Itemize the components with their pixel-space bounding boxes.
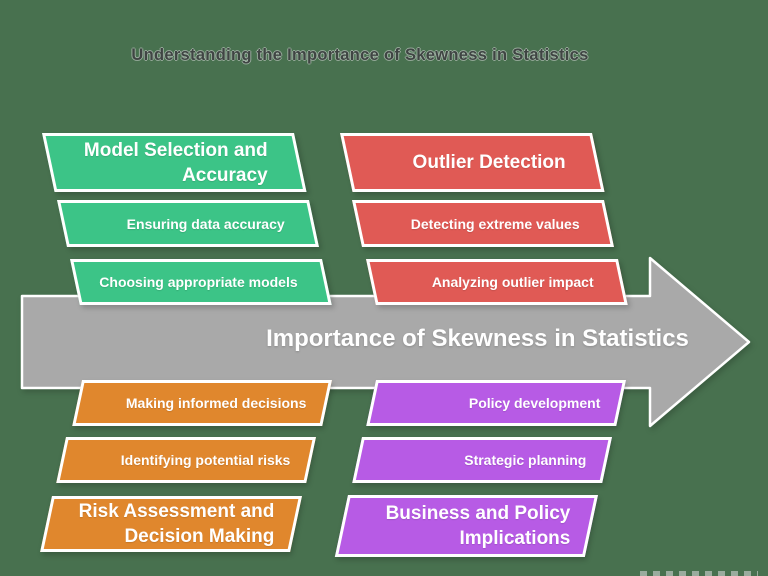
model-selection-item-box: Choosing appropriate models: [70, 259, 332, 305]
business-policy-header-box: Business and Policy Implications: [334, 495, 598, 557]
model-selection-header-label: Model Selection and Accuracy: [83, 139, 268, 186]
outlier-detection-item-box: Analyzing outlier impact: [366, 259, 628, 305]
business-policy-item-box: Strategic planning: [352, 437, 612, 483]
model-selection-header-box: Model Selection and Accuracy: [42, 133, 307, 192]
model-selection-item-label: Ensuring data accuracy: [126, 215, 285, 232]
risk-assessment-item-label: Identifying potential risks: [120, 452, 291, 468]
outlier-detection-item-label: Analyzing outlier impact: [431, 274, 594, 290]
outlier-detection-item-box: Detecting extreme values: [352, 200, 614, 247]
risk-assessment-item-box: Identifying potential risks: [56, 437, 316, 483]
page-title: Understanding the Importance of Skewness…: [131, 46, 589, 64]
outlier-detection-header-label: Outlier Detection: [412, 152, 566, 173]
model-selection-item-box: Ensuring data accuracy: [57, 200, 319, 247]
business-policy-item-box: Policy development: [366, 380, 626, 426]
watermark-fragment: [640, 571, 758, 576]
risk-assessment-header-box: Risk Assessment and Decision Making: [40, 496, 302, 552]
arrow-title: Importance of Skewness in Statistics: [266, 325, 689, 352]
business-policy-item-label: Policy development: [468, 395, 601, 411]
risk-assessment-item-label: Making informed decisions: [125, 395, 307, 411]
business-policy-header-label: Business and Policy Implications: [385, 503, 571, 549]
outlier-detection-item-label: Detecting extreme values: [410, 215, 580, 232]
outlier-detection-header-box: Outlier Detection: [340, 133, 605, 192]
risk-assessment-header-label: Risk Assessment and Decision Making: [78, 501, 275, 547]
model-selection-item-label: Choosing appropriate models: [99, 274, 298, 290]
business-policy-item-label: Strategic planning: [464, 452, 587, 468]
risk-assessment-item-box: Making informed decisions: [72, 380, 332, 426]
